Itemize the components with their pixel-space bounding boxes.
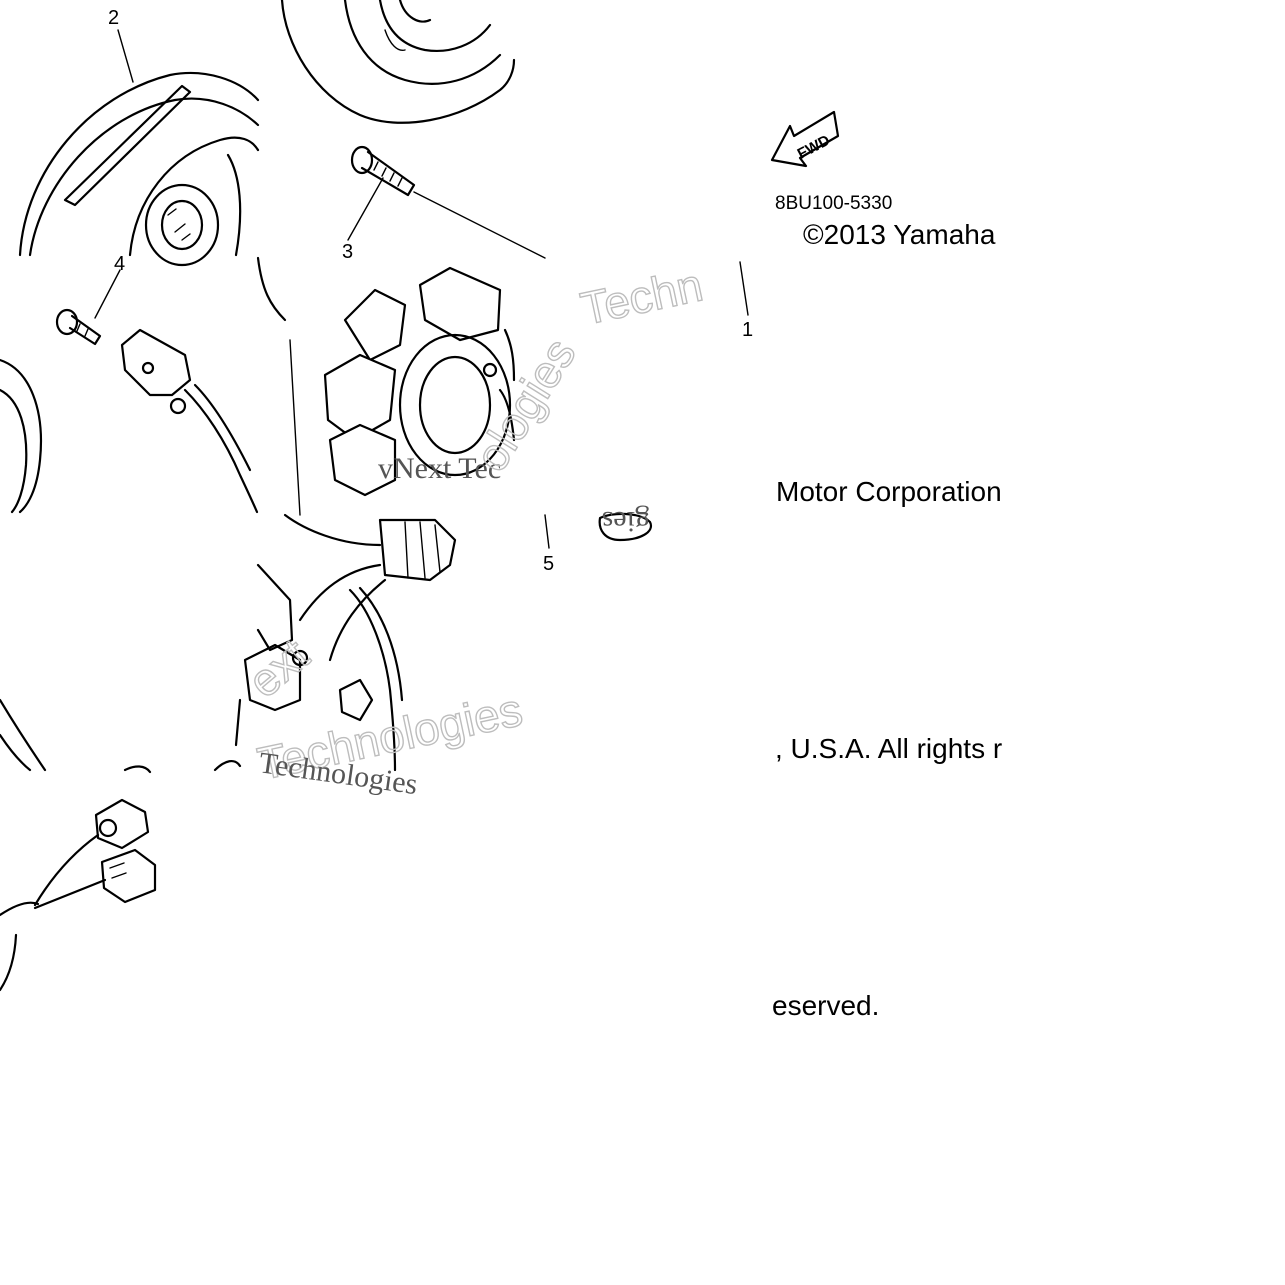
flywheel-back: [280, 0, 516, 124]
callout-1: 1: [742, 319, 753, 341]
watermark-fragment: Techn: [576, 258, 707, 334]
callout-3: 3: [342, 241, 353, 263]
leader-line-3: [347, 177, 384, 241]
leader-line-5: [544, 514, 550, 549]
bolt-3: [350, 145, 546, 259]
leader-line-1: [739, 261, 749, 316]
part-code-label: 8BU100-5330: [775, 193, 893, 214]
copyright-line-4: eserved.: [772, 990, 880, 1021]
callout-5: 5: [543, 553, 554, 575]
wire-connectors: [0, 760, 242, 992]
stator-coil: [256, 256, 516, 516]
callout-2: 2: [108, 7, 119, 29]
copyright-line-2: Motor Corporation: [776, 476, 1002, 507]
watermark-fragment: gies: [602, 505, 650, 538]
forward-direction-arrow-icon: FWD: [770, 110, 840, 168]
copyright-line-1: ©2013 Yamaha: [803, 219, 996, 250]
callout-4: 4: [114, 253, 125, 275]
stator-lead-harness: [234, 512, 653, 772]
watermark-fragment: vNext Tec: [378, 452, 501, 485]
copyright-line-3: , U.S.A. All rights r: [775, 733, 1003, 764]
flywheel-arc-lower: [0, 698, 47, 772]
leader-line-4: [94, 269, 121, 319]
flywheel-rim-fragment: [0, 358, 42, 514]
leader-line-2: [117, 29, 134, 83]
pickup-coil-assembly: [55, 308, 259, 514]
watermark-fragment: ologies: [464, 329, 585, 480]
flywheel-rotor: [18, 71, 260, 267]
